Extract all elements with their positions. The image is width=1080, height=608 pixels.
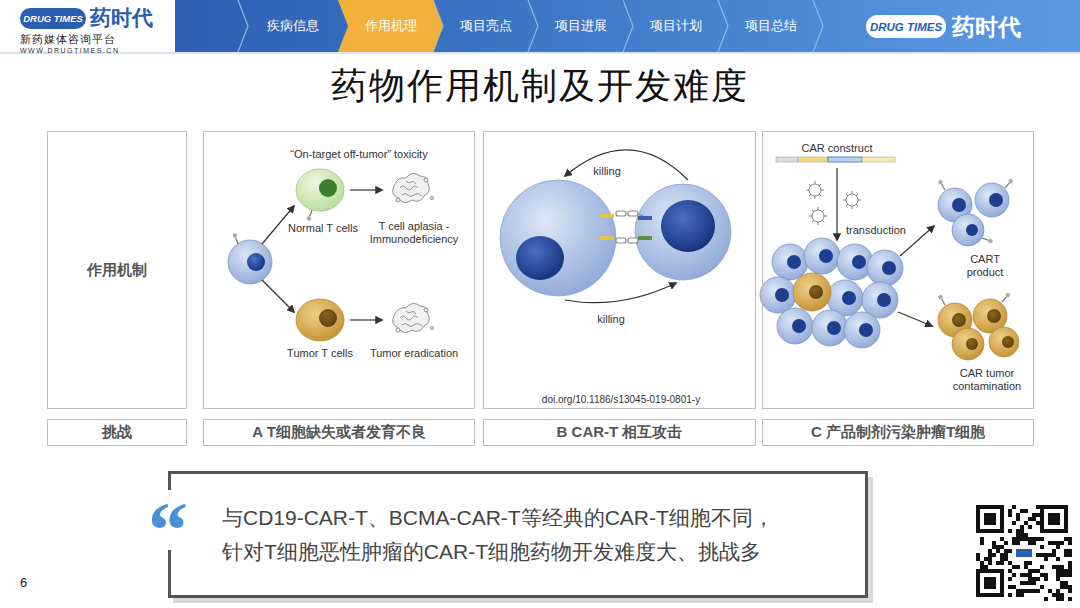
panel-text: CAR construct xyxy=(802,142,873,155)
panel-text: transduction xyxy=(846,224,906,237)
panel-text: doi.org/10.1186/s13045-019-0801-y xyxy=(542,394,700,406)
panel-text: “On-target off-tumor” toxicity xyxy=(290,148,427,161)
box-label: 项目进展 xyxy=(555,17,607,35)
challenge-box: C 产品制剂污染肿瘤T细胞 xyxy=(762,419,1034,446)
quote-box: 与CD19-CAR-T、BCMA-CAR-T等经典的CAR-T细胞不同， 针对T… xyxy=(168,471,868,598)
panel-text: Tumor T cells xyxy=(287,347,353,360)
quote-text: 与CD19-CAR-T、BCMA-CAR-T等经典的CAR-T细胞不同， 针对T… xyxy=(222,501,797,569)
challenge-box: A T细胞缺失或者发育不良 xyxy=(203,419,475,446)
box-label: 作用机理 xyxy=(365,17,417,35)
row-header-box: 作用机制 xyxy=(47,131,187,409)
panel-text: killing xyxy=(597,313,625,326)
box-label: B CAR-T 相互攻击 xyxy=(557,423,683,442)
nav-tab-active: 作用机理 xyxy=(346,0,436,52)
logo-text: DRUG TIMES xyxy=(23,13,83,24)
logo-pill: DRUG TIMES xyxy=(20,8,86,29)
logo-text: 新药媒体咨询平台 xyxy=(20,33,116,47)
logo-text: DRUG TIMES xyxy=(870,21,942,33)
panel-text: CART product xyxy=(960,253,1010,279)
nav-tab: 项目进展 xyxy=(536,0,626,52)
page-title: 药物作用机制及开发难度 xyxy=(0,62,1080,111)
logo-text: 药时代 xyxy=(90,4,153,32)
row-header-box: 挑战 xyxy=(47,419,187,446)
panel-text: Tumor eradication xyxy=(370,347,458,360)
panel-b: killing killing doi.org/10.1186/s13045-019… xyxy=(483,131,756,409)
box-label: 挑战 xyxy=(102,423,132,442)
page-number: 6 xyxy=(20,575,27,590)
box-label: 作用机制 xyxy=(87,261,147,280)
panel-a: “On-target off-tumor” toxicityNormal T c… xyxy=(203,131,475,409)
box-label: 项目总结 xyxy=(745,17,797,35)
nav-tab: 项目计划 xyxy=(631,0,721,52)
panel-text: T cell aplasia - Immunodeficiency xyxy=(366,220,462,246)
nav-tab: 疾病信息 xyxy=(248,0,338,52)
logo-pill: DRUG TIMES xyxy=(866,15,946,38)
box-label: 项目计划 xyxy=(650,17,702,35)
panel-c: CAR construct transductionCART productCAR… xyxy=(762,131,1034,409)
nav-tab: 项目总结 xyxy=(726,0,816,52)
challenge-box: B CAR-T 相互攻击 xyxy=(483,419,756,446)
panel-text: killing xyxy=(593,165,621,178)
logo-text: WWW.DRUGTIMES.CN xyxy=(20,47,119,54)
panel-text: Normal T cells xyxy=(288,222,358,235)
box-label: A T细胞缺失或者发育不良 xyxy=(252,423,426,442)
box-label: 项目亮点 xyxy=(460,17,512,35)
panel-text: CAR tumor contamination xyxy=(945,367,1029,393)
box-label: C 产品制剂污染肿瘤T细胞 xyxy=(811,423,985,442)
nav-tab: 项目亮点 xyxy=(441,0,531,52)
logo-text: 药时代 xyxy=(952,12,1021,43)
quote-mark: “ xyxy=(146,490,190,550)
box-label: 疾病信息 xyxy=(267,17,319,35)
